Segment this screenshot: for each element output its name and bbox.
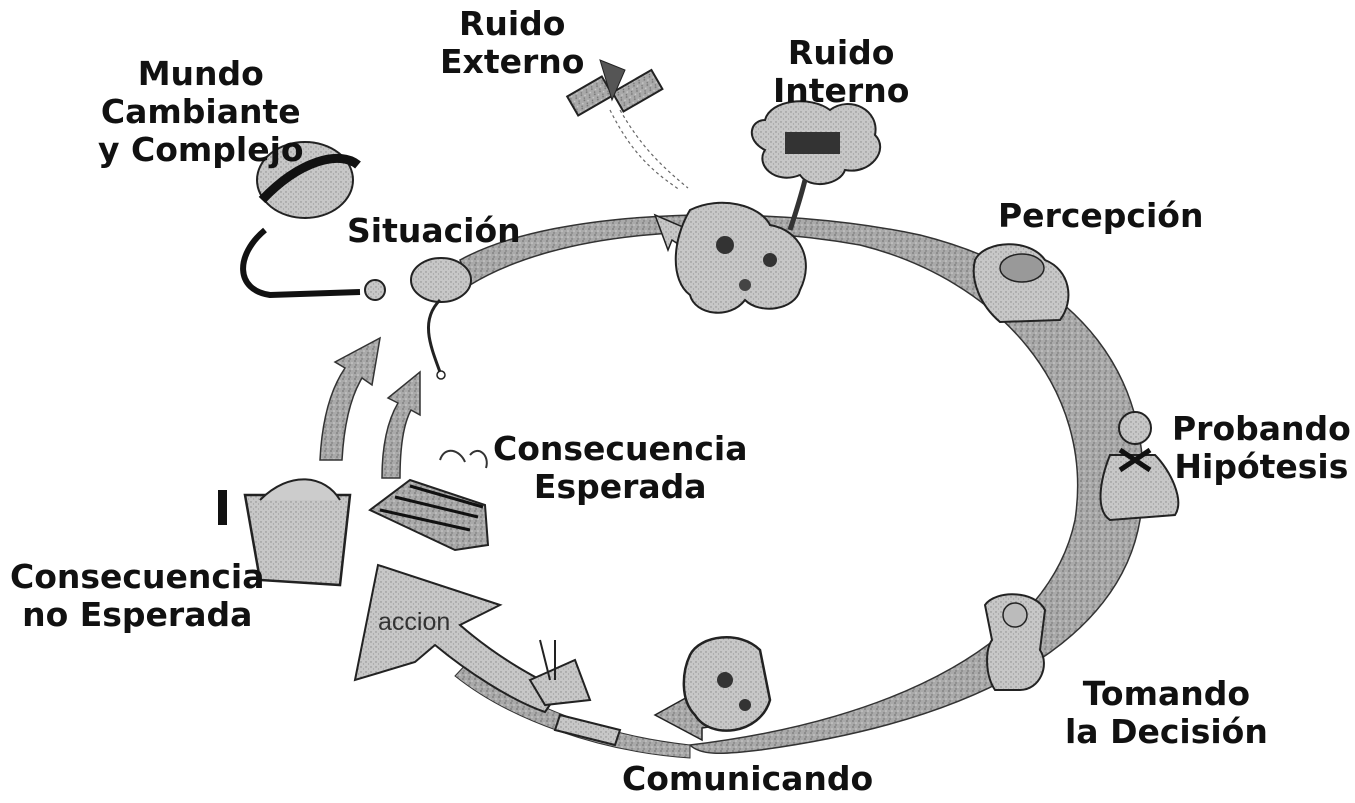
- person-deciding-icon: [983, 593, 1047, 691]
- accion-arrow: [353, 563, 562, 714]
- label-accion: accion: [378, 608, 451, 636]
- keyboard-icon: [368, 449, 490, 552]
- label-consecuencia-no-esperada: Consecuencia no Esperada: [10, 558, 264, 634]
- person-thinking-icon: [1099, 411, 1180, 522]
- label-tomando-line-1: Tomando: [1082, 674, 1251, 713]
- label-ruido-interno-line-1: Ruido: [787, 33, 895, 72]
- label-ruido-interno: Ruido Interno: [773, 34, 909, 110]
- thought-cloud-icon: [750, 100, 882, 231]
- label-consecuencia-esperada: Consecuencia Esperada: [493, 430, 747, 506]
- noise-blob-icon: [674, 201, 807, 314]
- label-mundo-line-2: Cambiante: [100, 92, 301, 131]
- globe-icon: [240, 141, 386, 301]
- label-consecuencia-no-esperada-line-2: no Esperada: [22, 595, 253, 634]
- label-consecuencia-esperada-line-1: Consecuencia: [493, 429, 748, 468]
- speaker-icon: [682, 636, 772, 732]
- label-comunicando: Comunicando: [622, 759, 874, 798]
- label-ruido-externo-line-1: Ruido: [458, 4, 566, 43]
- label-mundo-line-1: Mundo: [137, 54, 264, 93]
- label-ruido-externo: Ruido Externo: [440, 5, 584, 81]
- label-probando-line-2: Hipótesis: [1174, 447, 1349, 486]
- box-icon: [218, 478, 352, 587]
- speech-bubble-icon: [410, 257, 472, 380]
- megaphone-icon: [528, 639, 622, 747]
- label-consecuencia-no-esperada-line-1: Consecuencia: [10, 557, 265, 596]
- label-situacion: Situación: [347, 211, 521, 250]
- return-arrow-right: [381, 370, 421, 479]
- return-arrow-left: [319, 336, 381, 461]
- label-ruido-externo-line-2: Externo: [440, 42, 585, 81]
- label-probando-line-1: Probando: [1172, 409, 1351, 448]
- label-tomando: Tomando la Decisión: [1065, 675, 1268, 751]
- label-ruido-interno-line-2: Interno: [773, 71, 910, 110]
- label-tomando-line-2: la Decisión: [1065, 712, 1268, 751]
- label-mundo-line-3: y Complejo: [98, 130, 304, 169]
- satellite-icon: [565, 59, 689, 191]
- label-percepcion: Percepción: [998, 196, 1204, 235]
- label-consecuencia-esperada-line-2: Esperada: [533, 467, 707, 506]
- brain-icon: [972, 243, 1070, 324]
- label-probando: Probando Hipótesis: [1172, 410, 1351, 486]
- label-mundo: Mundo Cambiante y Complejo: [98, 55, 304, 169]
